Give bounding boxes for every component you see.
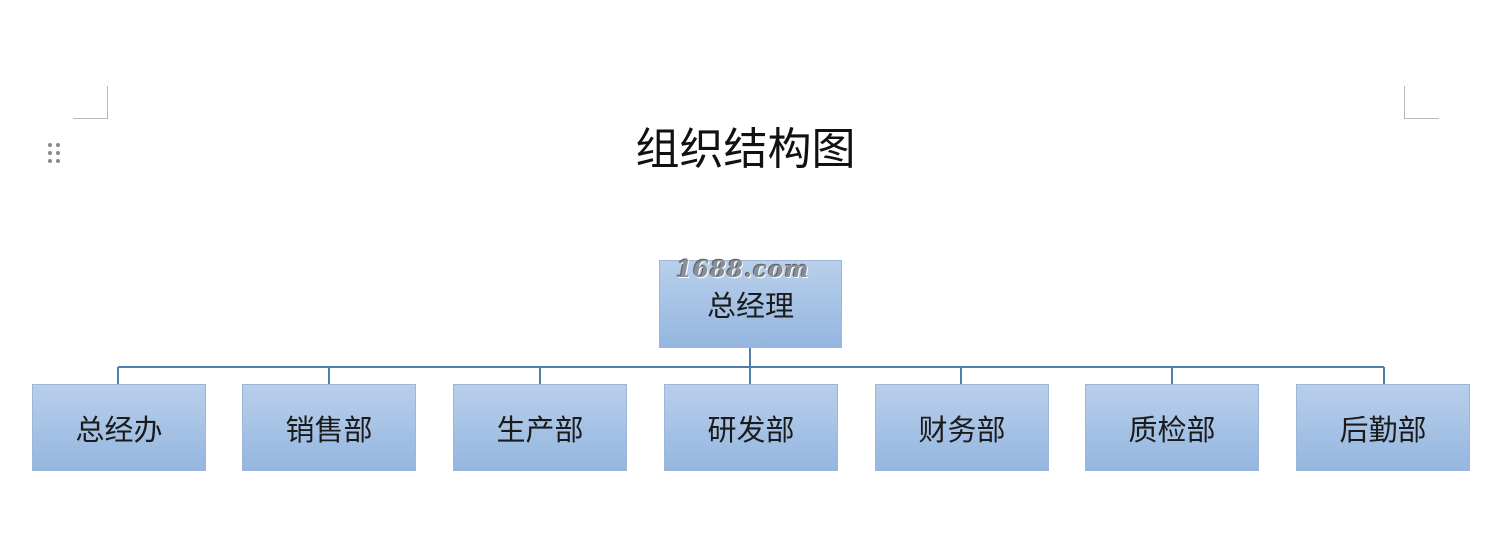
org-node-label: 后勤部 <box>1339 412 1427 447</box>
org-node-finance[interactable]: 财务部 <box>875 384 1049 471</box>
org-node-label: 质检部 <box>1128 412 1216 447</box>
page-title: 组织结构图 <box>635 124 856 175</box>
org-node-logistics[interactable]: 后勤部 <box>1296 384 1470 471</box>
move-handle-icon[interactable] <box>46 141 62 165</box>
org-node-label: 生产部 <box>496 412 584 447</box>
org-node-rnd[interactable]: 研发部 <box>664 384 838 471</box>
org-node-label: 总经办 <box>75 412 163 447</box>
org-node-label: 研发部 <box>707 412 795 447</box>
crop-mark-top-left <box>73 86 108 119</box>
crop-mark-top-right <box>1404 86 1439 119</box>
org-node-sales[interactable]: 销售部 <box>242 384 416 471</box>
org-node-quality[interactable]: 质检部 <box>1085 384 1259 471</box>
org-node-general-manager[interactable]: 总经理 <box>659 260 842 348</box>
org-node-label: 财务部 <box>918 412 1006 447</box>
org-node-production[interactable]: 生产部 <box>453 384 627 471</box>
org-node-label: 销售部 <box>285 412 373 447</box>
org-node-label: 总经理 <box>706 289 794 323</box>
org-node-general-office[interactable]: 总经办 <box>32 384 206 471</box>
